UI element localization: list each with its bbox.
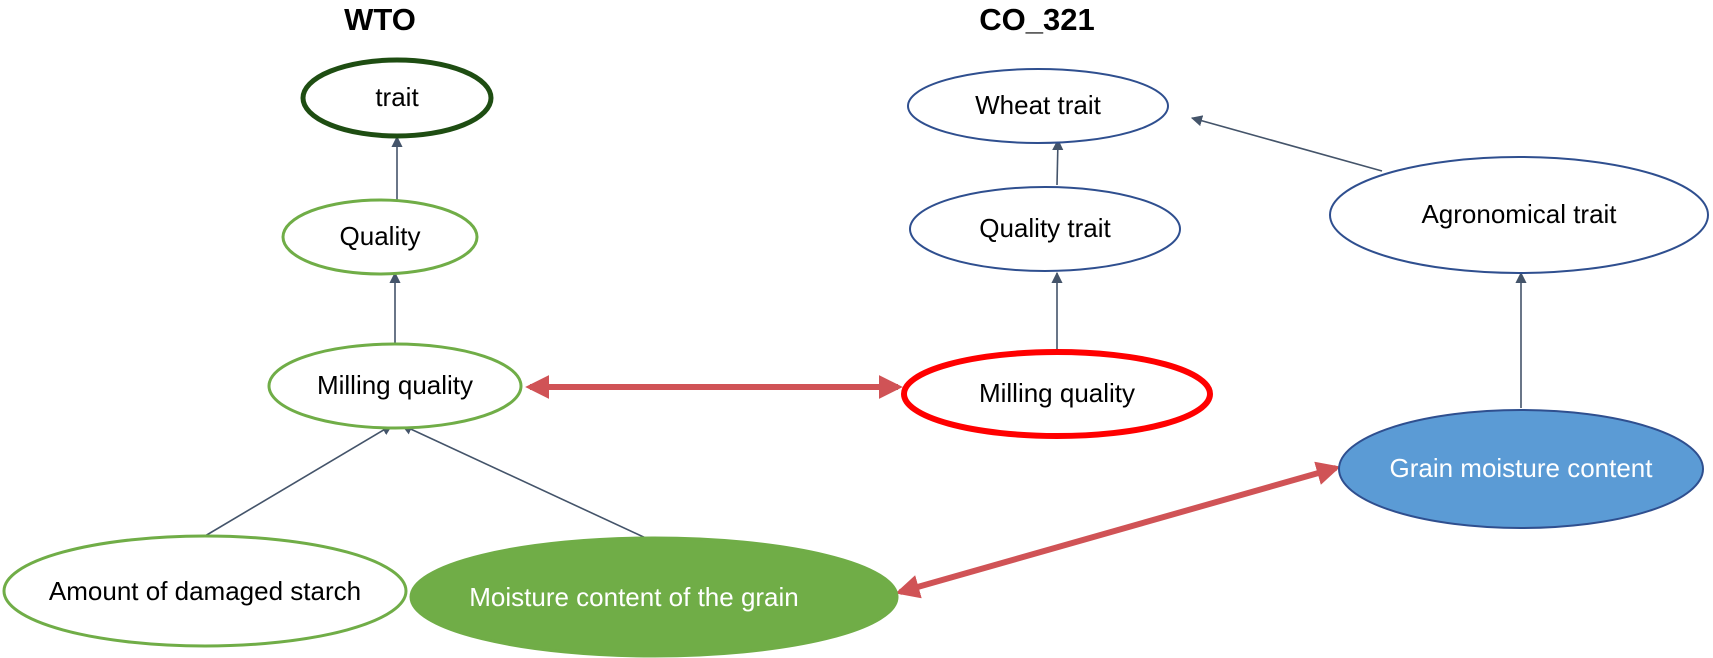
node-wto-trait <box>300 57 494 139</box>
label-co-milling-quality: Milling quality <box>978 378 1136 409</box>
node-co-agronomical-trait <box>1329 156 1709 274</box>
label-wto-trait: trait <box>375 82 419 113</box>
node-wto-damaged-starch <box>2 534 408 648</box>
label-wto-moisture: Moisture content of the grain <box>469 582 799 613</box>
label-wto-milling-quality: Milling quality <box>316 370 474 401</box>
edge-damaged-starch-to-milling <box>204 424 393 537</box>
edge-moisture-to-milling <box>400 424 651 541</box>
node-co-milling-quality <box>901 349 1213 439</box>
heading-wto: WTO <box>344 2 416 37</box>
node-wto-moisture <box>409 536 899 658</box>
node-co-wheat-trait <box>907 68 1169 144</box>
label-co-agronomical-trait: Agronomical trait <box>1421 199 1617 230</box>
node-wto-milling-quality <box>267 342 523 430</box>
label-co-wheat-trait: Wheat trait <box>975 90 1101 121</box>
label-co-quality-trait: Quality trait <box>979 213 1111 244</box>
label-wto-quality: Quality <box>339 221 421 252</box>
node-wto-quality <box>281 198 479 276</box>
mapping-arrow-moisture <box>895 461 1341 599</box>
edge-agronomical-to-wheat-trait <box>1190 115 1383 172</box>
node-co-grain-moisture <box>1338 409 1704 529</box>
label-co-grain-moisture: Grain moisture content <box>1389 453 1653 484</box>
edge-quality-trait-to-wheat-trait <box>1052 138 1064 186</box>
node-co-quality-trait <box>909 186 1181 272</box>
label-wto-damaged-starch: Amount of damaged starch <box>48 576 362 607</box>
heading-co-321: CO_321 <box>979 2 1095 37</box>
